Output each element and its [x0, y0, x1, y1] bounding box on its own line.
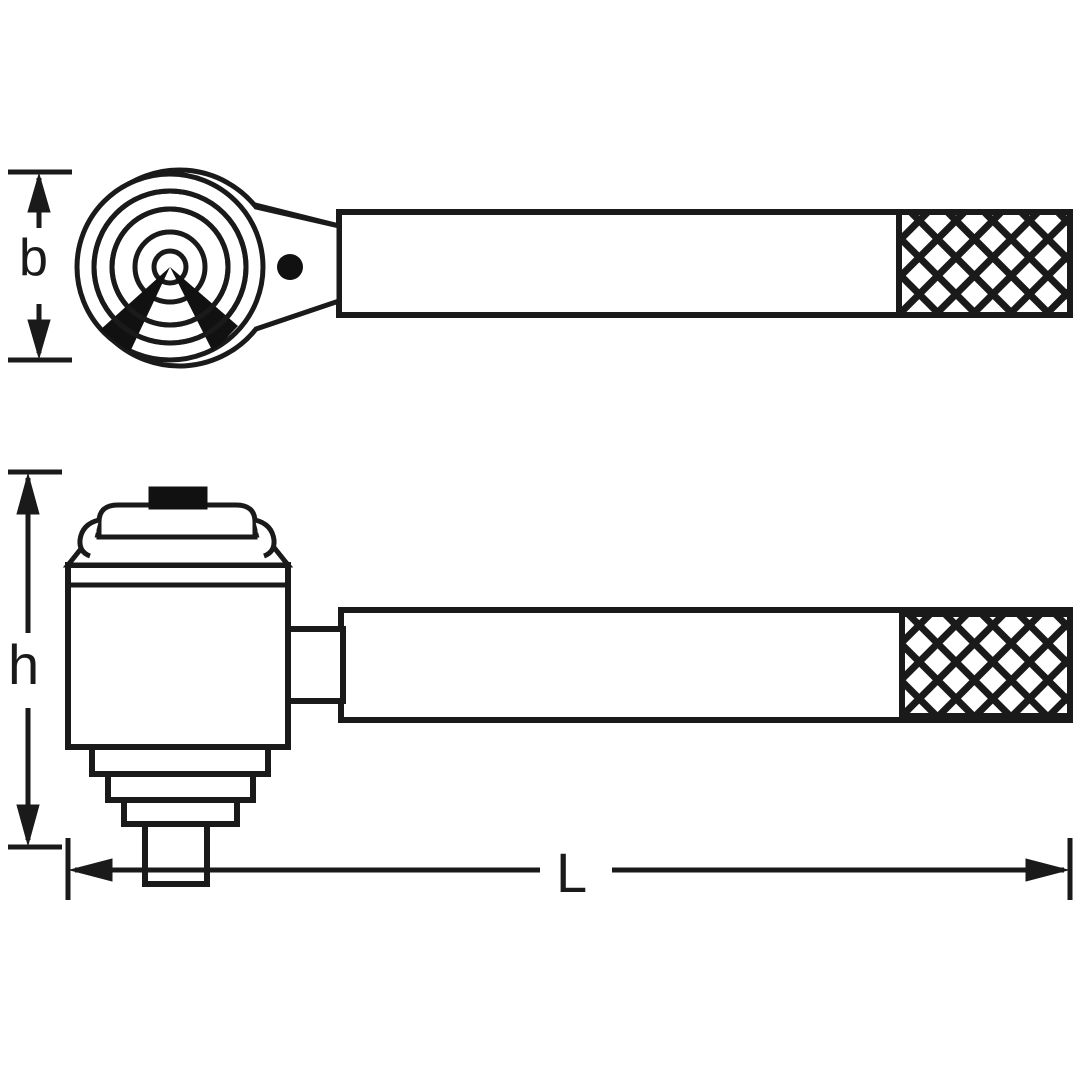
drive-step-upper [89, 744, 271, 777]
arrow-head-left-icon [68, 858, 113, 882]
head-width-dimension [8, 169, 72, 363]
drive-step-lower [121, 797, 240, 827]
arrow-head-up-icon [16, 472, 40, 515]
square-drive-stub [142, 821, 210, 887]
head-height-dimension [8, 469, 62, 850]
top-view [8, 167, 1073, 369]
arrow-head-down-icon [16, 804, 40, 847]
knurled-grip [899, 212, 1070, 315]
arrow-head-down-icon [27, 319, 51, 360]
cap-lobe-left [77, 517, 100, 559]
ring-overlay-strokes [91, 188, 249, 346]
handle-neck [283, 626, 346, 704]
head-cap [96, 502, 258, 540]
overall-length-dimension [65, 838, 1073, 900]
knurled-grip [902, 614, 1070, 716]
pawl-segment-right [170, 267, 238, 352]
cap-lobe-right [254, 517, 277, 559]
drive-step-middle [105, 771, 256, 803]
release-button-dot[interactable] [277, 254, 303, 280]
knurled-grip-outline [899, 611, 1073, 719]
reverse-lever-tab[interactable] [148, 486, 208, 510]
dimension-label-h: h [8, 633, 40, 696]
knurled-grip-outline [896, 209, 1073, 318]
pawl-segment-left [100, 267, 170, 352]
head-body [65, 562, 291, 750]
arrow-head-right-icon [1025, 858, 1070, 882]
side-view [8, 469, 1073, 900]
dimension-label-L: L [556, 841, 588, 904]
dimension-label-b: b [19, 229, 48, 287]
pawl-arc-segments [100, 267, 238, 352]
arrow-head-up-icon [27, 172, 51, 213]
